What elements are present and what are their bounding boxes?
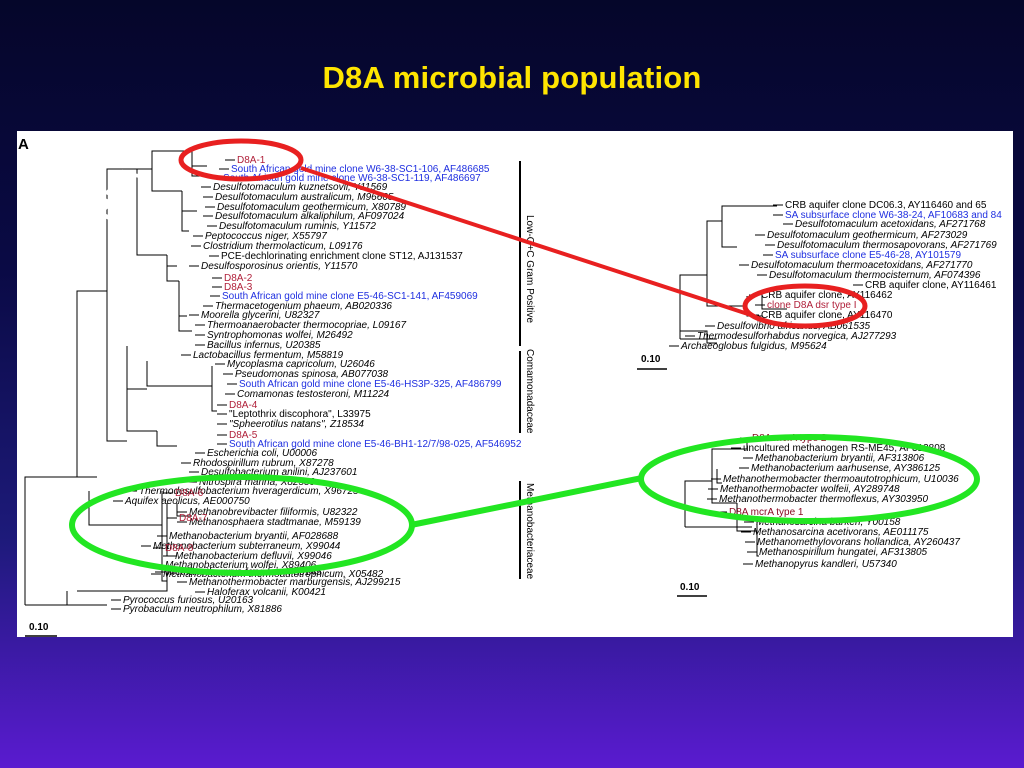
mcr-taxon-11: Methanospirillum hungatei, AF313805 bbox=[759, 547, 928, 558]
mcr-taxon-1: uncultured methanogen RS-ME45, AF313808 bbox=[743, 443, 946, 454]
rrna-taxon-14: South African gold mine clone E5-46-SC1-… bbox=[222, 291, 478, 302]
group-label-methanobacteriaceae: Methanobacteriaceae bbox=[524, 483, 535, 580]
rrna-taxon-7: Desulfotomaculum ruminis, Y11572 bbox=[219, 221, 376, 232]
mcr-taxon-5: Methanothermobacter wolfeii, AY289748 bbox=[720, 484, 900, 495]
rrna-taxon-38: Methanosphaera stadtmanae, M59139 bbox=[189, 517, 361, 528]
dsr-taxon-9: CRB aquifer clone, AY116462 bbox=[761, 290, 893, 301]
rrna-taxon-37: Methanobrevibacter filiformis, U82322 bbox=[189, 507, 358, 518]
rrna-scale-label: 0.10 bbox=[29, 622, 49, 633]
dsr-taxon-1: SA subsurface clone W6-38-24, AF10683 an… bbox=[785, 210, 1002, 221]
rrna-taxon-24: Comamonas testosteroni, M11224 bbox=[237, 389, 390, 400]
mcr-taxon-3: Methanobacterium aarhusense, AY386125 bbox=[751, 463, 940, 474]
dsr-taxon-6: Desulfotomaculum thermoacetoxidans, AF27… bbox=[751, 260, 973, 271]
rrna-taxon-22: Pseudomonas spinosa, AB077038 bbox=[235, 369, 389, 380]
mcr-taxon-9: Methanosarcina acetivorans, AE011175 bbox=[753, 527, 929, 538]
dsr-taxon-8: CRB aquifer clone, AY116461 bbox=[865, 280, 997, 291]
rrna-taxon-27: "Spheerotilus natans", Z18534 bbox=[229, 419, 364, 430]
mcr-taxon-12: Methanopyrus kandleri, U57340 bbox=[755, 559, 897, 570]
mcr-taxon-10: Methanomethylovorans hollandica, AY26043… bbox=[757, 537, 960, 548]
rrna-taxon-49: Pyrococcus furiosus, U20163 bbox=[123, 595, 254, 606]
rrna-taxon-0: D8A-1 bbox=[237, 155, 266, 166]
rrna-taxon-30: Escherichia coli, U00006 bbox=[207, 448, 317, 459]
dsr-scale-label: 0.10 bbox=[641, 354, 661, 365]
dsr-taxon-11: CRB aquifer clone, AY116470 bbox=[761, 310, 893, 321]
rrna-taxon-1: South African gold mine clone W6-38-SC1-… bbox=[231, 164, 490, 175]
red-circle-dsr-clone bbox=[742, 283, 868, 329]
mcr-taxon-6: Methanothermobacter thermoflexus, AY3039… bbox=[719, 494, 928, 505]
mcr-scale-label: 0.10 bbox=[680, 582, 700, 593]
phylogenetic-trees-figure: A Low-G+C Gram Positive Comamonada bbox=[18, 136, 1002, 637]
green-connector-line bbox=[410, 475, 643, 528]
rrna-taxon-16: Moorella glycerini, U82327 bbox=[201, 310, 320, 321]
rrna-taxon-25: D8A-4 bbox=[229, 400, 258, 411]
rrna-taxon-33: Nitrospira marina, X82559 bbox=[199, 477, 316, 488]
rrna-taxon-17: Thermoanaerobacter thermocopriae, L09167 bbox=[207, 320, 406, 331]
rrna-taxon-31: Rhodospirillum rubrum, X87278 bbox=[193, 458, 334, 469]
rrna-taxon-42: D8A-8 bbox=[165, 543, 194, 554]
rrna-taxon-36: D8A-6 bbox=[175, 488, 204, 499]
group-label-comamonadaceae: Comamonadaceae bbox=[524, 349, 535, 434]
rrna-taxon-4: Desulfotomaculum australicum, M96665 bbox=[215, 192, 394, 203]
rrna-taxon-41: Methanobacterium subterraneum, X99044 bbox=[153, 541, 341, 552]
rrna-taxon-23: South African gold mine clone E5-46-HS3P… bbox=[239, 379, 502, 390]
rrna-taxon-19: Bacillus infernus, U20385 bbox=[207, 340, 321, 351]
rrna-taxon-48: Haloferax volcanii, K00421 bbox=[207, 587, 326, 598]
dsr-taxon-4: Desulfotomaculum thermosapovorans, AF271… bbox=[777, 240, 997, 251]
rrna-taxon-11: Desulfosporosinus orientis, Y11570 bbox=[201, 261, 358, 272]
rrna-taxon-18: Syntrophomonas wolfei, M26492 bbox=[207, 330, 353, 341]
dsr-tree-branches bbox=[679, 205, 787, 344]
rrna-taxon-32: Desulfobacterium anilini, AJ237601 bbox=[201, 467, 357, 478]
rrna-tree-branches bbox=[24, 150, 217, 606]
gene-label-mcra: mcrA bbox=[601, 392, 666, 465]
mcr-taxon-2: Methanobacterium bryantii, AF313806 bbox=[755, 453, 925, 464]
dsr-taxon-5: SA subsurface clone E5-46-28, AY101579 bbox=[775, 250, 961, 261]
rrna-taxon-12: D8A-2 bbox=[224, 273, 253, 284]
dsr-taxon-14: Archaeoglobus fulgidus, M95624 bbox=[680, 341, 827, 352]
rrna-taxon-10: PCE-dechlorinating enrichment clone ST12… bbox=[221, 251, 463, 262]
dsr-taxa-labels: CRB aquifer clone DC06.3, AY116460 and 6… bbox=[669, 200, 1002, 352]
rrna-taxon-13: D8A-3 bbox=[224, 282, 253, 293]
slide-title: D8A microbial population bbox=[322, 60, 702, 95]
rrna-taxon-20: Lactobacillus fermentum, M58819 bbox=[193, 350, 344, 361]
rrna-taxon-5: Desulfotomaculum geothermicum, X80789 bbox=[217, 202, 406, 213]
rrna-taxon-8: Peptococcus niger, X55797 bbox=[205, 231, 327, 242]
group-label-gram-positive: Low-G+C Gram Positive bbox=[524, 215, 535, 324]
red-connector-line bbox=[300, 166, 755, 318]
dsr-taxon-0: CRB aquifer clone DC06.3, AY116460 and 6… bbox=[785, 200, 987, 211]
rrna-taxon-2: South African gold mine clone W6-38-SC1-… bbox=[223, 173, 481, 184]
gene-label-dsra: dsrA bbox=[591, 140, 651, 207]
dsr-taxon-2: Desulfotomaculum acetoxidans, AF271768 bbox=[795, 219, 986, 230]
gene-label-16s-rrna: 16S rRNA bbox=[48, 160, 147, 278]
rrna-taxon-28: D8A-5 bbox=[229, 430, 258, 441]
rrna-taxon-15: Thermacetogenium phaeum, AB020336 bbox=[215, 301, 392, 312]
rrna-taxon-47: Methanothermobacter marburgensis, AJ2992… bbox=[189, 577, 401, 588]
rrna-taxon-26: "Leptothrix discophora", L33975 bbox=[229, 409, 371, 420]
red-circle-d8a1 bbox=[178, 138, 304, 182]
rrna-taxon-44: Methanobacterium wolfei, X89406 bbox=[165, 560, 317, 571]
panel-letter: A bbox=[18, 136, 29, 153]
rrna-taxon-29: South African gold mine clone E5-46-BH1-… bbox=[229, 439, 522, 450]
rrna-taxon-6: Desulfotomaculum alkaliphilum, AF097024 bbox=[215, 211, 405, 222]
dsr-taxon-13: Thermodesulforhabdus norvegica, AJ277293 bbox=[697, 331, 897, 342]
mcr-taxon-7: D8A mcrA type 1 bbox=[729, 507, 804, 518]
rrna-taxon-43: Methanobacterium defluvii, X99046 bbox=[175, 551, 332, 562]
rrna-taxon-35: Aquifex aeolicus, AE000750 bbox=[124, 496, 250, 507]
phylogeny-panel: A Low-G+C Gram Positive Comamonada bbox=[17, 131, 1013, 637]
mcr-taxon-4: Methanothermobacter thermoautotrophicum,… bbox=[723, 474, 959, 485]
rrna-taxon-50: Pyrobaculum neutrophilum, X81886 bbox=[123, 604, 282, 615]
dsr-taxon-7: Desulfotomaculum thermocisternum, AF0743… bbox=[769, 270, 981, 281]
dsr-taxon-10: clone D8A dsr type I bbox=[767, 300, 857, 311]
rrna-taxon-9: Clostridium thermolacticum, L09176 bbox=[203, 241, 363, 252]
rrna-taxon-21: Mycoplasma capricolum, U26046 bbox=[227, 359, 375, 370]
rrna-taxon-39: D8A-7 bbox=[179, 513, 208, 524]
rrna-taxon-34: Thermodesulfobacterium hveragerdicum, X9… bbox=[139, 486, 359, 497]
dsr-taxon-3: Desulfotomaculum geothermicum, AF273029 bbox=[767, 230, 968, 241]
rrna-taxon-3: Desulfotomaculum kuznetsovii, Y11569 bbox=[213, 182, 388, 193]
rrna-taxon-40: Methanobacterium bryantii, AF028688 bbox=[169, 531, 339, 542]
